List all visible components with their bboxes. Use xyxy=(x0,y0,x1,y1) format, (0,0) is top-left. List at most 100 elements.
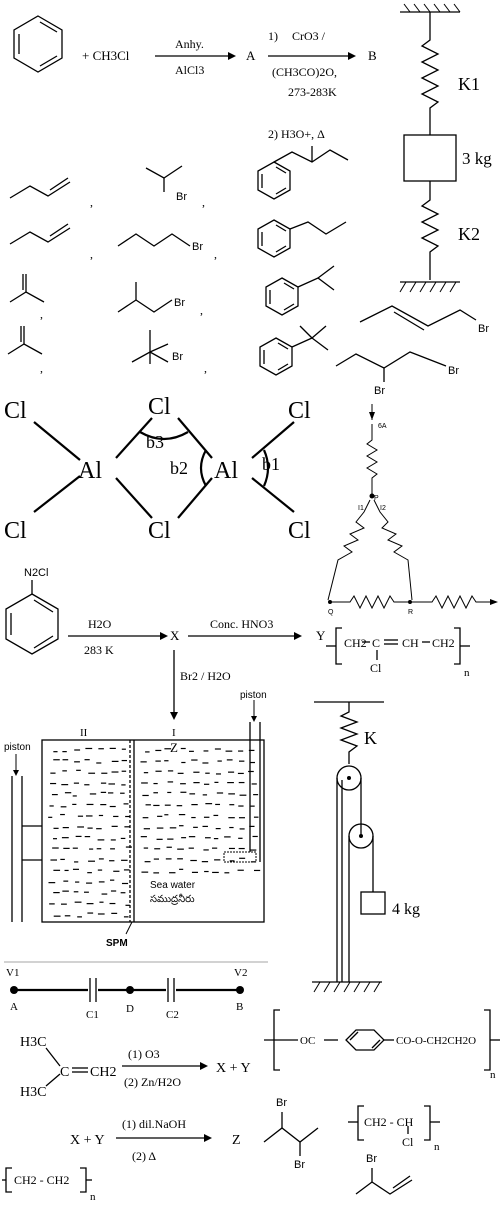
reaction-arrow-1 xyxy=(155,52,236,60)
pvc-cl: Cl xyxy=(402,1135,414,1149)
cl-atom: Cl xyxy=(148,518,171,544)
capacitor-circuit xyxy=(10,978,244,1002)
comma: , xyxy=(40,307,43,321)
1-bromobutane xyxy=(117,233,191,247)
al2cl6-bonds xyxy=(33,417,295,519)
aldol-step2: (2) Δ xyxy=(132,1149,156,1163)
water-molecules-right xyxy=(140,747,261,874)
node-q-label: Q xyxy=(328,609,334,616)
3-bromo-1-butene xyxy=(355,1168,413,1195)
pvc-polymer xyxy=(348,1105,440,1141)
al-atom: Al xyxy=(78,458,102,484)
reaction-arrow-h2o xyxy=(68,632,168,640)
pulley-spring-k: K xyxy=(364,728,377,748)
current-6a-label: 6A xyxy=(378,423,387,430)
ozonolysis-step2: (2) Zn/H2O xyxy=(124,1075,181,1089)
reaction-arrow-2 xyxy=(268,52,356,60)
dibromobutane xyxy=(263,1112,319,1156)
benzene-derivative-4 xyxy=(259,325,329,376)
node-p-label: P xyxy=(374,495,379,502)
1-bromo-2-methylbutane xyxy=(335,351,447,382)
polyethylene-unit: CH2 - CH2 xyxy=(14,1173,69,1187)
2-bromobutane xyxy=(145,165,183,192)
sea-water-label: Sea water xyxy=(150,880,196,891)
arrow-temp-label: 283 K xyxy=(84,643,114,657)
polyethylene-polymer xyxy=(2,1167,92,1193)
arrow-hno3-label: Conc. HNO3 xyxy=(210,617,273,631)
ozonolysis-bonds xyxy=(45,1047,88,1087)
pet-polymer xyxy=(264,1009,500,1071)
spring-block-system xyxy=(399,3,461,293)
isobutene-2 xyxy=(7,326,43,355)
reaction-arrow-br2 xyxy=(170,650,178,720)
sea-water-telugu-label: సముద్రనీరు xyxy=(150,893,195,905)
reaction-arrow-hno3 xyxy=(188,632,302,640)
bond-b2-label: b2 xyxy=(170,458,188,478)
bond-b1-label: b1 xyxy=(262,454,280,474)
step2-label: 2) H3O+, Δ xyxy=(268,127,325,141)
benzene-ring-top xyxy=(13,15,63,73)
piston-left-arrow xyxy=(13,754,19,776)
osmosis-apparatus xyxy=(11,722,265,923)
aldol-reactants: X + Y xyxy=(70,1133,105,1148)
product-a: A xyxy=(246,48,256,63)
comma: , xyxy=(200,303,203,317)
isobutene-1 xyxy=(9,274,45,303)
n2cl-substituent: N2Cl xyxy=(24,567,48,579)
pvc-n: n xyxy=(434,1141,440,1153)
1-bromo-2-butene xyxy=(359,305,477,331)
bond-b3-label: b3 xyxy=(146,432,164,452)
spm-arrow xyxy=(125,921,133,935)
aldol-product-z: Z xyxy=(232,1133,241,1148)
chloroprene-ch2: CH2 xyxy=(432,636,455,650)
reaction-arrow-ozonolysis xyxy=(122,1062,208,1070)
br-label: Br xyxy=(172,351,183,363)
step1-temperature: 273-283K xyxy=(288,85,337,99)
spring-k2-label: K2 xyxy=(458,224,480,244)
current-i2-label: I2 xyxy=(380,505,386,512)
cl-atom: Cl xyxy=(4,398,27,424)
c1-label: C1 xyxy=(86,1009,99,1021)
comma: , xyxy=(202,195,205,209)
step1-conditions: (CH3CO)2O, xyxy=(272,65,337,79)
ozonolysis-products: X + Y xyxy=(216,1061,251,1076)
ozonolysis-step1: (1) O3 xyxy=(128,1047,160,1061)
spm-label: SPM xyxy=(106,938,128,949)
al-atom: Al xyxy=(214,458,238,484)
pvc-unit: CH2 - CH xyxy=(364,1115,414,1129)
br-label: Br xyxy=(448,365,459,377)
polyethylene-n: n xyxy=(90,1191,96,1203)
v1-label: V1 xyxy=(6,967,19,979)
comma: , xyxy=(90,195,93,209)
comma: , xyxy=(40,361,43,375)
product-b: B xyxy=(368,48,377,63)
arrow-br2-label: Br2 / H2O xyxy=(180,669,231,683)
dibromo-br-top: Br xyxy=(276,1097,287,1109)
ozonolysis-c: C xyxy=(60,1065,69,1080)
piston-right-label: piston xyxy=(240,690,267,701)
v2-label: V2 xyxy=(234,967,247,979)
benzene-derivative-2 xyxy=(257,219,347,258)
chloroprene-n: n xyxy=(464,667,470,679)
bromobutene-br: Br xyxy=(366,1153,377,1165)
dibromo-br-bottom: Br xyxy=(294,1159,305,1171)
pet-left-group: OC xyxy=(300,1035,315,1047)
reagent-ch3cl: + CH3Cl xyxy=(82,48,130,63)
piston-left-label: piston xyxy=(4,742,31,753)
block-mass-label: 3 kg xyxy=(462,149,492,168)
reaction-arrow-aldol xyxy=(116,1134,212,1142)
arrow-h2o-label: H2O xyxy=(88,617,112,631)
product-z: Z xyxy=(170,740,178,755)
alkene-2 xyxy=(9,223,71,245)
comma: , xyxy=(204,361,207,375)
br-label: Br xyxy=(192,241,203,253)
ozonolysis-ch2: CH2 xyxy=(90,1065,116,1080)
chloroprene-ch: CH xyxy=(402,636,419,650)
br-label: Br xyxy=(176,191,187,203)
chloroprene-ch2: CH2 xyxy=(344,636,367,650)
node-b-label: B xyxy=(236,1001,243,1013)
c2-label: C2 xyxy=(166,1009,179,1021)
cl-atom: Cl xyxy=(288,398,311,424)
step1-number: 1) xyxy=(268,29,278,43)
